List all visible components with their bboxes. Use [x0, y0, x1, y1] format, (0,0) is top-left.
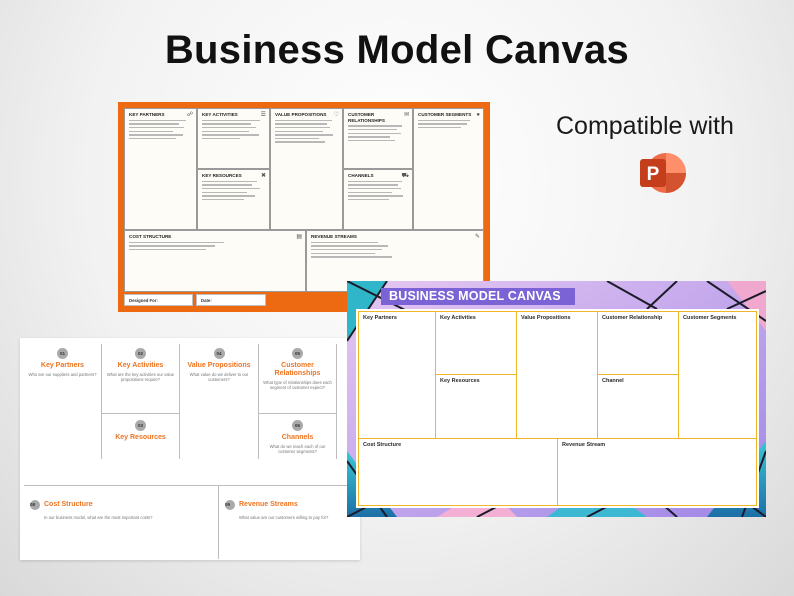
key-activities-cell: KEY ACTIVITIES ☰	[197, 108, 270, 169]
key-partners-cell: Key Partners	[358, 311, 436, 439]
pattern-canvas-board: Key Partners Key Activities Key Resource…	[356, 309, 759, 508]
step-number: 02	[135, 348, 146, 359]
value-propositions-title: Value Propositions	[187, 362, 251, 369]
key-activities-heading: Key Activities	[440, 315, 476, 321]
step-number: 06	[292, 420, 303, 431]
key-partners-block: 01 Key Partners Who are our suppliers an…	[24, 348, 101, 377]
cost-structure-cell: COST STRUCTURE ▤	[124, 230, 306, 292]
heart-icon: ♡	[333, 112, 339, 118]
key-resources-heading: KEY RESOURCES	[202, 173, 242, 178]
key-activities-block: 02 Key Activities What are the key activ…	[102, 348, 179, 382]
channels-title: Channels	[281, 434, 314, 441]
channels-block: 06 Channels What do we reach each of our…	[259, 420, 336, 454]
value-propositions-heading: VALUE PROPOSITIONS	[275, 112, 327, 117]
users-icon: ●	[476, 112, 480, 118]
channels-heading: CHANNELS	[348, 173, 374, 178]
pattern-canvas-title: BUSINESS MODEL CANVAS	[381, 288, 575, 305]
key-partners-heading: Key Partners	[363, 315, 397, 321]
cost-structure-heading: COST STRUCTURE	[129, 234, 172, 239]
value-propositions-block: 04 Value Propositions What value do we d…	[180, 348, 258, 382]
cost-structure-desc: In our business model, what are the most…	[44, 515, 153, 520]
orange-canvas-board: KEY PARTNERS ☍ KEY ACTIVITIES ☰ KEY RESO…	[124, 108, 484, 292]
customer-relationships-heading: CUSTOMER RELATIONSHIPS	[348, 112, 385, 123]
key-resources-block: 03 Key Resources	[102, 420, 179, 442]
channels-cell: CHANNELS ⛟	[343, 169, 413, 230]
customer-segments-heading: CUSTOMER SEGMENTS	[418, 112, 472, 117]
key-partners-cell: KEY PARTNERS ☍	[124, 108, 197, 230]
customer-segments-cell: Customer Segments	[678, 311, 757, 439]
powerpoint-icon: P	[640, 153, 686, 193]
money-icon: ✎	[474, 234, 480, 240]
customer-relationships-desc: What type of relationships does each seg…	[263, 380, 332, 390]
step-number: 09	[225, 499, 235, 510]
customer-segments-cell: CUSTOMER SEGMENTS ●	[413, 108, 484, 230]
key-activities-heading: KEY ACTIVITIES	[202, 112, 238, 117]
designed-for-field[interactable]: Designed For:	[124, 294, 193, 306]
cost-structure-title: Cost Structure	[44, 500, 93, 508]
channel-heading: Channel	[602, 378, 624, 384]
revenue-streams-heading: REVENUE STREAMS	[311, 234, 357, 239]
key-resources-heading: Key Resources	[440, 378, 480, 384]
customer-segments-heading: Customer Segments	[683, 315, 737, 321]
white-canvas-slide: 01 Key Partners Who are our suppliers an…	[20, 338, 360, 560]
cost-structure-block: 08 Cost Structure In our business model, …	[30, 496, 215, 520]
revenue-stream-heading: Revenue Stream	[562, 442, 606, 448]
receipt-icon: ▤	[296, 234, 302, 240]
key-partners-title: Key Partners	[40, 362, 85, 369]
step-number: 03	[135, 420, 146, 431]
compatible-with-label: Compatible with	[556, 112, 734, 140]
value-propositions-cell: VALUE PROPOSITIONS ♡	[270, 108, 343, 230]
powerpoint-letter: P	[647, 164, 660, 185]
step-number: 05	[292, 348, 303, 359]
cost-structure-cell: Cost Structure	[358, 438, 558, 506]
key-resources-cell: KEY RESOURCES ✖	[197, 169, 270, 230]
customer-relationship-heading: Customer Relationship	[602, 315, 663, 321]
key-partners-desc: Who are our suppliers and partners?	[28, 372, 97, 377]
value-propositions-cell: Value Propositions	[516, 311, 598, 439]
orange-canvas-slide: KEY PARTNERS ☍ KEY ACTIVITIES ☰ KEY RESO…	[118, 102, 490, 312]
key-resources-title: Key Resources	[115, 434, 166, 441]
customer-relationship-cell: Customer Relationship	[597, 311, 679, 375]
link-icon: ☍	[186, 112, 193, 118]
key-activities-cell: Key Activities	[435, 311, 517, 375]
tools-icon: ✖	[260, 173, 266, 179]
channel-cell: Channel	[597, 374, 679, 439]
key-activities-desc: What are the key activities our value pr…	[106, 372, 175, 382]
truck-icon: ⛟	[401, 173, 409, 179]
key-activities-title: Key Activities	[117, 362, 164, 369]
checklist-icon: ☰	[260, 112, 266, 118]
key-partners-heading: KEY PARTNERS	[129, 112, 165, 117]
revenue-streams-block: 09 Revenue Streams What value are our cus…	[225, 496, 355, 520]
cost-structure-heading: Cost Structure	[363, 442, 402, 448]
value-propositions-heading: Value Propositions	[521, 315, 571, 321]
key-resources-cell: Key Resources	[435, 374, 517, 439]
customer-relationships-block: 05 Customer Relationships What type of r…	[259, 348, 336, 390]
pattern-canvas-slide: BUSINESS MODEL CANVAS Key Partners Key A…	[347, 281, 766, 517]
page-title: Business Model Canvas	[164, 28, 630, 72]
step-number: 04	[213, 348, 225, 359]
revenue-streams-title: Revenue Streams	[239, 500, 298, 508]
revenue-stream-cell: Revenue Stream	[557, 438, 757, 506]
value-propositions-desc: What value do we deliver to our customer…	[189, 372, 249, 382]
customer-relationships-cell: CUSTOMER RELATIONSHIPS ✉	[343, 108, 413, 169]
step-number: 08	[30, 499, 40, 510]
chat-icon: ✉	[403, 112, 409, 118]
date-field[interactable]: Date:	[196, 294, 266, 306]
customer-relationships-title: Customer Relationships	[274, 362, 321, 377]
step-number: 01	[57, 348, 68, 359]
channels-desc: What do we reach each of our customer se…	[269, 444, 326, 454]
revenue-streams-desc: What value are our customers willing to …	[239, 515, 329, 520]
